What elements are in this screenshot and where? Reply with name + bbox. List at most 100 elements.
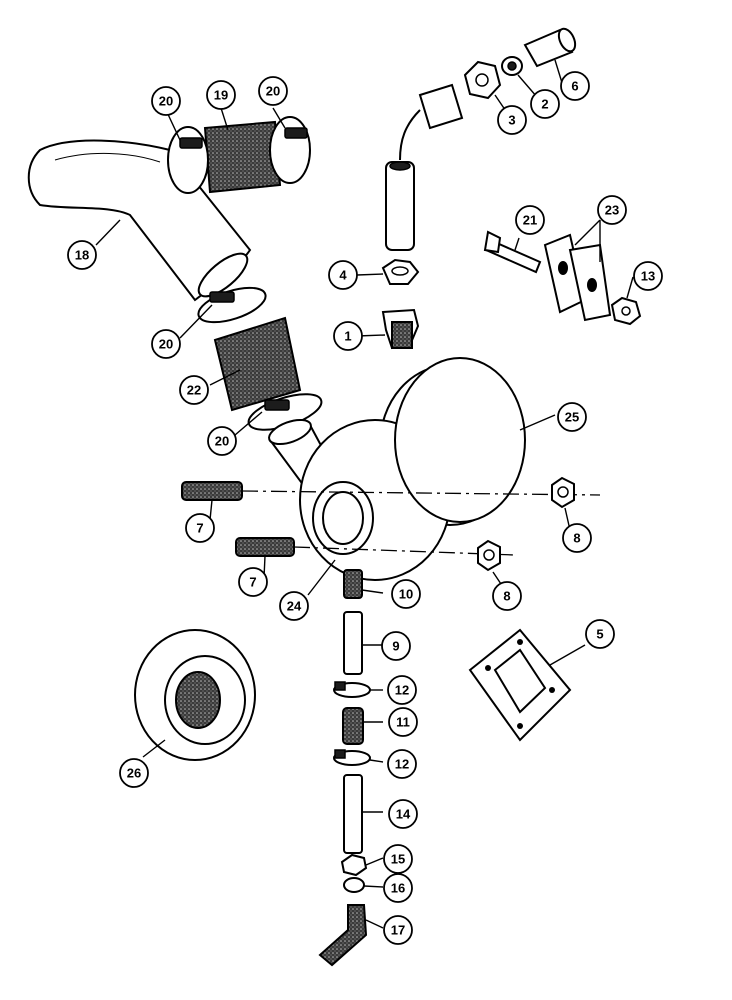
callout-circle: [151, 329, 181, 359]
callout-circle: [383, 873, 413, 903]
fitting-1: [381, 308, 420, 350]
callout-6: 6: [560, 71, 590, 101]
nut-upper: [551, 476, 575, 509]
callout-circle: [206, 80, 236, 110]
callout-label: 8: [573, 531, 580, 546]
axis-line-upper: [241, 490, 601, 496]
ferrule-2: [501, 56, 523, 76]
turbine-housing: [394, 357, 526, 523]
nut-13: [610, 296, 642, 326]
callout-label: 26: [127, 766, 141, 781]
callout-circle: [328, 260, 358, 290]
callout-circle: [383, 915, 413, 945]
callout-group: 1234567788910111212131415161718192020202…: [67, 71, 663, 945]
callout-circle: [597, 195, 627, 225]
callout-circle: [258, 76, 288, 106]
callout-3: 3: [497, 105, 527, 135]
heat-shield-26: [134, 629, 256, 761]
callout-label: 9: [392, 639, 399, 654]
hose-11: [342, 707, 364, 745]
callout-circle: [515, 205, 545, 235]
callout-2: 2: [530, 89, 560, 119]
callout-21: 21: [515, 205, 545, 235]
callout-circle: [492, 581, 522, 611]
bracket-23: [543, 233, 612, 322]
fitting-10: [343, 569, 363, 599]
callout-circle: [388, 799, 418, 829]
callout-label: 8: [503, 589, 510, 604]
callout-label: 12: [395, 683, 409, 698]
callout-4: 4: [328, 260, 358, 290]
callout-circle: [67, 240, 97, 270]
nut-4: [381, 258, 420, 285]
callout-13: 13: [633, 261, 663, 291]
callout-circle: [497, 105, 527, 135]
callout-11: 11: [388, 707, 418, 737]
callout-1: 1: [333, 321, 363, 351]
callout-label: 13: [641, 269, 655, 284]
callout-label: 20: [159, 337, 173, 352]
callout-label: 7: [196, 521, 203, 536]
elbow-17: [318, 904, 368, 967]
tube-9: [343, 611, 363, 675]
stud-upper: [181, 481, 243, 501]
callout-12: 12: [387, 675, 417, 705]
nut-lower: [477, 539, 501, 572]
callout-circle: [279, 591, 309, 621]
callout-17: 17: [383, 915, 413, 945]
callout-label: 12: [395, 757, 409, 772]
tube-14: [343, 774, 363, 854]
callout-circle: [562, 523, 592, 553]
callout-label: 20: [159, 94, 173, 109]
callout-label: 6: [571, 79, 578, 94]
callout-24: 24: [279, 591, 309, 621]
callout-5: 5: [585, 619, 615, 649]
callout-8: 8: [492, 581, 522, 611]
callout-label: 1: [344, 329, 351, 344]
hose-elbow: [27, 139, 252, 302]
callout-circle: [185, 513, 215, 543]
callout-circle: [387, 675, 417, 705]
clamp-12-upper: [333, 681, 371, 698]
callout-circle: [179, 375, 209, 405]
callout-label: 18: [75, 248, 89, 263]
callout-label: 25: [565, 410, 579, 425]
callout-8: 8: [562, 523, 592, 553]
callout-label: 21: [523, 213, 537, 228]
callout-circle: [381, 631, 411, 661]
callout-circle: [557, 402, 587, 432]
callout-label: 3: [508, 113, 515, 128]
callout-15: 15: [383, 844, 413, 874]
callout-16: 16: [383, 873, 413, 903]
callout-circle: [387, 749, 417, 779]
callout-20: 20: [207, 426, 237, 456]
callout-label: 20: [266, 84, 280, 99]
callout-7: 7: [185, 513, 215, 543]
callout-circle: [119, 758, 149, 788]
callout-circle: [238, 567, 268, 597]
callout-label: 2: [541, 97, 548, 112]
nut-15: [340, 853, 368, 877]
callout-circle: [383, 844, 413, 874]
callout-20: 20: [151, 86, 181, 116]
callout-20: 20: [151, 329, 181, 359]
callout-20: 20: [258, 76, 288, 106]
callout-label: 5: [596, 627, 603, 642]
fitting-6: [523, 27, 577, 68]
callout-25: 25: [557, 402, 587, 432]
callout-label: 10: [399, 587, 413, 602]
callout-label: 11: [396, 715, 410, 730]
nut-3: [463, 60, 502, 100]
callout-circle: [151, 86, 181, 116]
callout-circle: [207, 426, 237, 456]
callout-23: 23: [597, 195, 627, 225]
callout-label: 17: [391, 923, 405, 938]
callout-circle: [391, 579, 421, 609]
callout-7: 7: [238, 567, 268, 597]
callout-9: 9: [381, 631, 411, 661]
callout-circle: [585, 619, 615, 649]
callout-label: 23: [605, 203, 619, 218]
callout-19: 19: [206, 80, 236, 110]
